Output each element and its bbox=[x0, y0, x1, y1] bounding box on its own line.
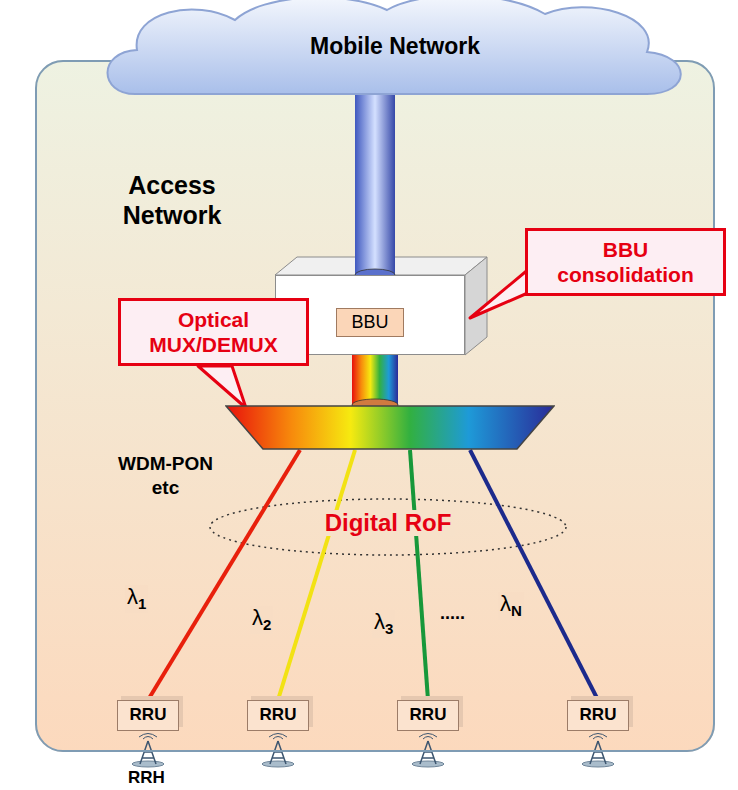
node-label: BBU bbox=[336, 308, 403, 337]
callout-box: BBU consolidation bbox=[525, 228, 726, 296]
node-label: RRU bbox=[580, 706, 617, 725]
cloud-node: Mobile Network bbox=[95, 0, 695, 95]
wavelength-line bbox=[410, 450, 428, 700]
antenna-base bbox=[262, 761, 294, 767]
access-network-region: Access NetworkBBU BBU consolidationOptica… bbox=[35, 60, 715, 752]
wavelength-line bbox=[278, 450, 355, 700]
wavelength-label: λN bbox=[498, 592, 524, 620]
antenna-tower bbox=[590, 741, 606, 764]
wavelength-label: λ1 bbox=[125, 585, 148, 613]
node-label: WDM-PON etc bbox=[113, 452, 218, 500]
callout-box: Optical MUX/DEMUX bbox=[118, 298, 309, 366]
rru-box: RRU bbox=[397, 700, 460, 731]
node-label: Access Network bbox=[97, 170, 247, 230]
antenna-waves bbox=[269, 734, 287, 740]
antenna-base bbox=[132, 761, 164, 767]
node-label: RRU bbox=[260, 706, 297, 725]
cloud-outline bbox=[108, 0, 681, 94]
callout-tail bbox=[470, 268, 530, 318]
antenna-base bbox=[412, 761, 444, 767]
rru-box: RRU bbox=[117, 700, 180, 731]
network-label: Digital RoF bbox=[321, 510, 456, 536]
antenna-base bbox=[582, 761, 614, 767]
rru-box: RRU bbox=[247, 700, 310, 731]
node-label: Mobile Network bbox=[310, 33, 480, 60]
callout-text: Optical MUX/DEMUX bbox=[131, 307, 296, 357]
wavelength-label: λ2 bbox=[250, 606, 273, 634]
node-label: RRU bbox=[130, 706, 167, 725]
region-ground bbox=[35, 60, 715, 752]
antenna-waves bbox=[139, 734, 157, 740]
wavelength-label: λ3 bbox=[372, 610, 395, 638]
antenna-waves bbox=[419, 734, 437, 740]
callout-tail bbox=[198, 366, 246, 408]
ellipsis-label: ..... bbox=[440, 604, 465, 624]
node-label: RRU bbox=[410, 706, 447, 725]
rru-box: RRU bbox=[567, 700, 630, 731]
wavelength-line bbox=[470, 450, 598, 700]
antenna-tower bbox=[140, 741, 156, 764]
antenna-tower bbox=[270, 741, 286, 764]
callout-text: BBU consolidation bbox=[538, 237, 713, 287]
antenna-tower bbox=[420, 741, 436, 764]
rrh-label: RRH bbox=[128, 769, 165, 786]
mux-trapezoid bbox=[226, 406, 554, 449]
mux-shape bbox=[225, 405, 555, 450]
cable-cylinder bbox=[355, 95, 395, 275]
cable-cylinder bbox=[352, 355, 398, 405]
antenna-waves bbox=[589, 734, 607, 740]
mux-demux: WDM-PON etc bbox=[225, 405, 555, 450]
